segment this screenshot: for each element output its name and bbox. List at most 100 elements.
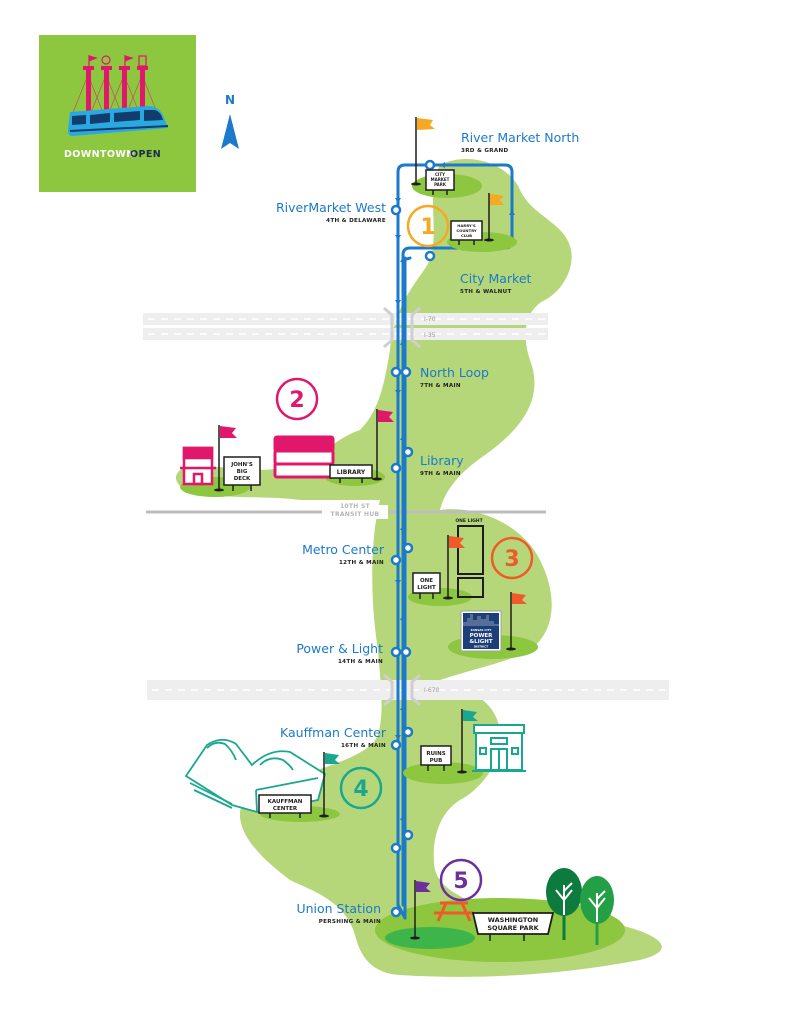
svg-text:14TH & MAIN: 14TH & MAIN [338, 659, 383, 665]
svg-text:DISTRICT: DISTRICT [474, 645, 489, 649]
park-hole4-arm [240, 764, 396, 843]
downtown-open-logo: DOWNTOWN OPEN [39, 35, 196, 192]
north-arrow-icon [221, 114, 239, 149]
kauffman-center-building-icon [184, 738, 327, 813]
svg-text:Metro Center: Metro Center [302, 542, 385, 557]
sign-library: LIBRARY [329, 464, 373, 483]
svg-text:LIGHT: LIGHT [417, 585, 436, 591]
hole-number-4: 4 [339, 766, 383, 810]
svg-text:PARK: PARK [434, 182, 447, 187]
svg-text:MARKET: MARKET [431, 177, 450, 182]
svg-text:12TH & MAIN: 12TH & MAIN [339, 560, 384, 566]
ruins-pub-building-icon [472, 724, 526, 772]
park-corridor [175, 159, 662, 977]
sign-city-market-park: CITY MARKET PARK [425, 169, 455, 195]
svg-text:CENTER: CENTER [273, 806, 298, 812]
hole-number-5: 5 [439, 858, 483, 902]
park-area [175, 159, 662, 977]
sign-harrys-country-club: HARRY'S COUNTRY CLUB [450, 220, 483, 245]
tree-icon [580, 876, 614, 945]
svg-text:5: 5 [453, 869, 468, 894]
svg-text:CLUB: CLUB [461, 233, 472, 238]
station-river-market-west[interactable]: RiverMarket West 4TH & DELAWARE [276, 200, 386, 224]
station-union-station[interactable]: Union Station PERSHING & MAIN [296, 901, 381, 925]
sign-johns-big-deck: JOHN'S BIG DECK [223, 456, 261, 491]
svg-text:DECK: DECK [234, 476, 251, 482]
sign-washington-square-park: WASHINGTON SQUARE PARK [471, 912, 555, 941]
svg-text:KAUFFMAN: KAUFFMAN [268, 799, 303, 805]
svg-text:7TH & MAIN: 7TH & MAIN [420, 383, 461, 389]
hole-5[interactable]: 5 WASHINGTON SQUARE PARK [410, 858, 614, 945]
flag-icon [319, 752, 340, 818]
hole-4[interactable]: KAUFFMAN CENTER 4 RUINS PUB [184, 709, 526, 822]
streetcar-route [396, 163, 514, 920]
putting-green-5 [385, 927, 475, 949]
hole-number-3: 3 [490, 536, 534, 580]
hole-2[interactable]: 2 JOHN'S BIG DECK [180, 377, 394, 497]
tenth-street: 10TH ST TRANSIT HUB [146, 503, 546, 519]
north-compass: N [221, 93, 239, 149]
svg-text:RiverMarket West: RiverMarket West [276, 200, 386, 215]
svg-text:Library: Library [420, 453, 464, 468]
hole-number-2: 2 [275, 377, 319, 421]
station-library[interactable]: Library 9TH & MAIN [420, 453, 464, 477]
svg-text:1: 1 [420, 215, 435, 240]
building-icon [180, 446, 216, 486]
streetcar-icon [68, 106, 169, 136]
station-north-loop[interactable]: North Loop 7TH & MAIN [420, 365, 489, 389]
north-label: N [225, 93, 235, 107]
svg-text:River Market North: River Market North [461, 130, 579, 145]
hole-3[interactable]: ONE LIGHT ONE LIGHT 3 KANSAS CITY POWER [408, 518, 538, 659]
sign-ruins-pub: RUINS PUB [420, 745, 452, 771]
books-icon [273, 435, 335, 479]
station-city-market[interactable]: City Market 5TH & WALNUT [460, 271, 532, 295]
svg-text:16TH & MAIN: 16TH & MAIN [341, 743, 386, 749]
svg-text:City Market: City Market [460, 271, 532, 286]
sign-one-light: ONE LIGHT [412, 572, 441, 599]
svg-text:Power & Light: Power & Light [296, 641, 383, 656]
svg-text:COUNTRY: COUNTRY [456, 228, 477, 233]
svg-text:ONE: ONE [420, 578, 433, 584]
label-i70: I-70 [424, 316, 436, 323]
svg-text:4: 4 [353, 777, 368, 802]
route-northbound [403, 256, 412, 920]
svg-text:POWER: POWER [470, 633, 494, 639]
flag-icon [411, 117, 435, 186]
svg-text:&LIGHT: &LIGHT [469, 639, 492, 645]
svg-text:Union Station: Union Station [296, 901, 381, 916]
station-kauffman-center[interactable]: Kauffman Center 16TH & MAIN [280, 725, 387, 749]
tower-icons [83, 55, 148, 112]
sign-kauffman-center: KAUFFMAN CENTER [258, 794, 312, 818]
svg-text:LIBRARY: LIBRARY [337, 469, 366, 476]
flag-icon [214, 425, 237, 492]
svg-text:JOHN'S: JOHN'S [230, 462, 253, 468]
one-light-tower-icon [457, 525, 484, 598]
svg-text:CITY: CITY [435, 172, 445, 177]
power-and-light-logo: KANSAS CITY POWER &LIGHT DISTRICT [460, 610, 502, 652]
svg-text:3: 3 [504, 547, 519, 572]
svg-text:BIG: BIG [237, 469, 248, 475]
hole-1[interactable]: CITY MARKET PARK HARRY'S COUNTRY CLUB 1 [406, 117, 517, 252]
svg-text:PERSHING & MAIN: PERSHING & MAIN [319, 919, 381, 925]
svg-text:9TH & MAIN: 9TH & MAIN [420, 471, 461, 477]
svg-text:RUINS: RUINS [426, 751, 445, 757]
station-power-and-light[interactable]: Power & Light 14TH & MAIN [296, 641, 383, 665]
logo-word-open: OPEN [130, 149, 161, 160]
svg-text:HARRY'S: HARRY'S [457, 223, 476, 228]
station-markers [390, 159, 436, 918]
flag-icon [372, 409, 394, 481]
svg-text:SQUARE PARK: SQUARE PARK [487, 924, 539, 932]
one-light-tower-label: ONE LIGHT [455, 518, 483, 524]
station-metro-center[interactable]: Metro Center 12TH & MAIN [302, 542, 385, 566]
svg-text:WASHINGTON: WASHINGTON [488, 916, 539, 924]
label-i670: I-670 [424, 687, 440, 694]
route-southbound [396, 163, 514, 920]
highways: I-70 I-35 I-670 [143, 306, 669, 707]
svg-text:Kauffman Center: Kauffman Center [280, 725, 387, 740]
svg-text:4TH & DELAWARE: 4TH & DELAWARE [326, 218, 386, 224]
svg-text:5TH & WALNUT: 5TH & WALNUT [460, 289, 512, 295]
street-label-1: 10TH ST [340, 503, 371, 510]
flag-icon [443, 535, 465, 600]
station-river-market-north[interactable]: River Market North 3RD & GRAND [461, 130, 579, 154]
